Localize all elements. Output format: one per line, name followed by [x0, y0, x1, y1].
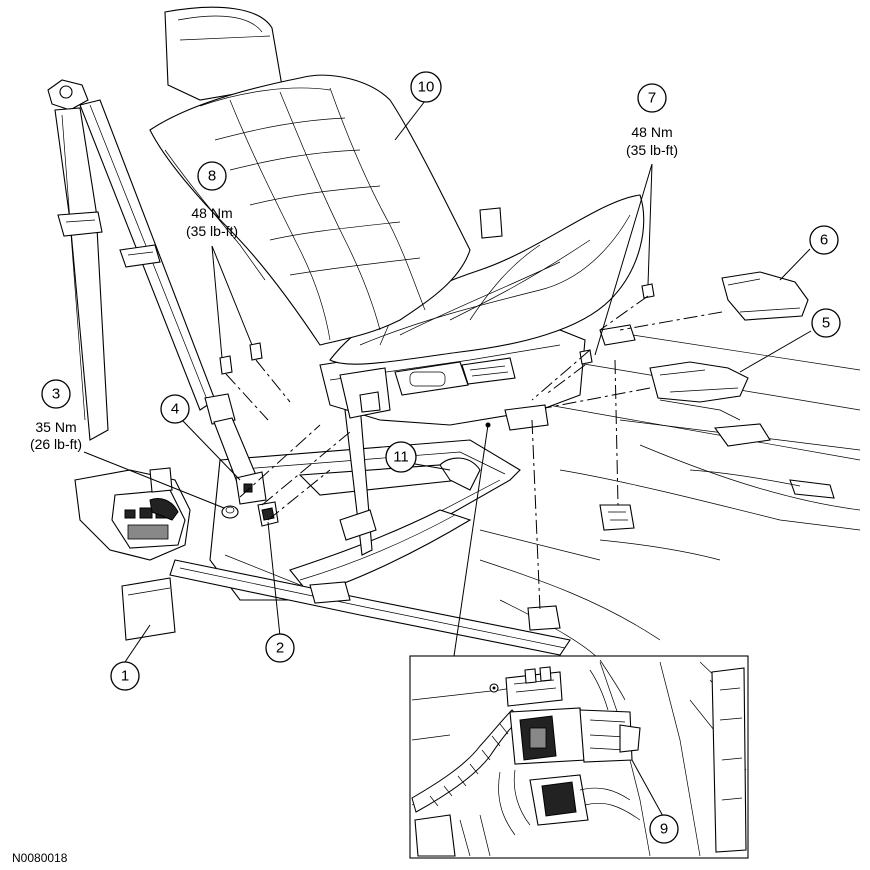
- svg-text:9: 9: [660, 821, 668, 838]
- torque-value-lbft: (26 lb-ft): [30, 436, 82, 452]
- torque-value-nm: 35 Nm: [35, 419, 76, 435]
- callout-6: 6: [809, 225, 839, 255]
- svg-text:3: 3: [52, 386, 60, 403]
- callout-3: 3: [41, 379, 71, 409]
- seat-belt-assembly: [47, 79, 216, 561]
- callout-10: 10: [410, 71, 442, 103]
- svg-text:4: 4: [171, 401, 179, 418]
- figure-id: N0080018: [12, 851, 68, 865]
- callout-4: 4: [160, 394, 190, 424]
- rear-trim-covers: [649, 271, 809, 403]
- assembly-lines: [225, 295, 723, 611]
- trim-cover: [121, 577, 176, 641]
- svg-text:5: 5: [822, 315, 830, 332]
- torque-spec-8: 48 Nm (35 lb-ft): [186, 205, 238, 239]
- svg-text:11: 11: [393, 449, 409, 466]
- anchor-bolt: [221, 505, 239, 519]
- seat-track-rail: [169, 404, 571, 656]
- callout-2: 2: [265, 633, 295, 663]
- callout-8: 8: [197, 161, 227, 191]
- svg-text:1: 1: [121, 668, 129, 685]
- svg-text:2: 2: [276, 640, 284, 657]
- callout-1: 1: [110, 661, 140, 691]
- connector-detail-inset: [409, 655, 749, 859]
- torque-value-nm: 48 Nm: [631, 124, 672, 140]
- seat-backrest: [149, 6, 471, 346]
- svg-text:8: 8: [208, 168, 216, 185]
- svg-text:10: 10: [418, 79, 435, 96]
- torque-value-nm: 48 Nm: [191, 205, 232, 221]
- callout-11: 11: [385, 441, 417, 473]
- callout-7: 7: [637, 83, 667, 113]
- seat-cushion-frame: [319, 329, 586, 431]
- mounting-bolts: [219, 283, 655, 375]
- torque-spec-3: 35 Nm (26 lb-ft): [30, 419, 82, 452]
- torque-spec-7: 48 Nm (35 lb-ft): [626, 124, 678, 158]
- torque-value-lbft: (35 lb-ft): [626, 142, 678, 158]
- floor-pan: [479, 329, 861, 661]
- torque-value-lbft: (35 lb-ft): [186, 223, 238, 239]
- svg-text:7: 7: [648, 90, 656, 107]
- callout-9: 9: [649, 814, 679, 844]
- svg-text:6: 6: [820, 232, 828, 249]
- leader-lines: [83, 100, 812, 819]
- callout-5: 5: [811, 308, 841, 338]
